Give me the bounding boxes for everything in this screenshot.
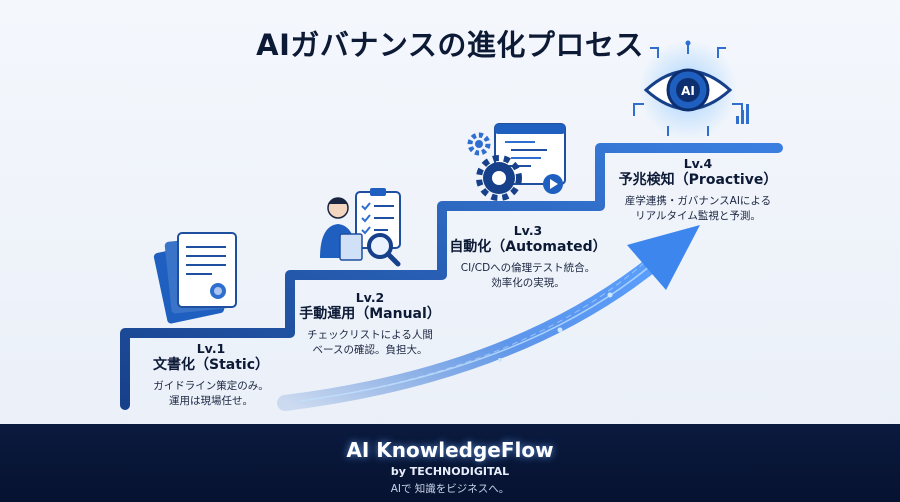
level-4-desc-line2: リアルタイム監視と予測。 [635, 210, 761, 223]
level-2-number: Lv.2 [355, 290, 385, 305]
ai-eye-icon: AI [633, 40, 749, 140]
level-1: Lv.1 文書化（Static） ガイドライン策定のみ。 運用は現場任せ。 [136, 341, 286, 410]
growth-arrow [277, 225, 700, 411]
level-2-desc-line1: チェックリストによる人間 [307, 329, 433, 342]
footer-brand: AI KnowledgeFlow [346, 438, 554, 462]
level-1-number: Lv.1 [196, 341, 226, 356]
level-1-desc-line2: 運用は現場任せ。 [169, 395, 253, 408]
level-4-desc: 産学連携・ガバナンスAIによる リアルタイム監視と予測。 [608, 194, 788, 224]
level-3-desc: CI/CDへの倫理テスト統合。 効率化の実現。 [443, 261, 613, 291]
level-1-desc-line1: ガイドライン策定のみ。 [153, 380, 269, 393]
level-2: Lv.2 手動運用（Manual） チェックリストによる人間 ベースの確認。負担… [290, 290, 450, 359]
level-4-desc-line1: 産学連携・ガバナンスAIによる [624, 195, 772, 208]
footer-tagline: AIで 知識をビジネスへ。 [390, 483, 510, 495]
level-2-name: 手動運用（Manual） [299, 305, 441, 322]
level-4-name: 予兆検知（Proactive） [618, 171, 778, 188]
level-3-name: 自動化（Automated） [449, 238, 607, 255]
page-title: AIガバナンスの進化プロセス [256, 28, 644, 62]
level-1-name: 文書化（Static） [152, 356, 269, 373]
gear-code-icon [467, 123, 566, 201]
level-4: Lv.4 予兆検知（Proactive） 産学連携・ガバナンスAIによる リアル… [608, 156, 788, 225]
level-4-number: Lv.4 [683, 156, 713, 171]
level-3: Lv.3 自動化（Automated） CI/CDへの倫理テスト統合。 効率化の… [443, 223, 613, 292]
staircase-diagram: AI [120, 40, 783, 411]
level-3-desc-line1: CI/CDへの倫理テスト統合。 [460, 262, 596, 275]
staircase-line [120, 143, 783, 410]
person-checklist-icon [320, 188, 401, 267]
level-3-number: Lv.3 [513, 223, 543, 238]
level-1-desc: ガイドライン策定のみ。 運用は現場任せ。 [136, 379, 286, 409]
level-3-desc-line2: 効率化の実現。 [491, 277, 565, 290]
level-2-desc: チェックリストによる人間 ベースの確認。負担大。 [290, 328, 450, 358]
eye-label: AI [681, 84, 695, 98]
footer-banner: AI KnowledgeFlow by TECHNODIGITAL AIで 知識… [0, 424, 900, 502]
footer-by: by TECHNODIGITAL [390, 465, 510, 478]
document-icon [153, 232, 237, 324]
level-2-desc-line2: ベースの確認。負担大。 [312, 344, 428, 357]
